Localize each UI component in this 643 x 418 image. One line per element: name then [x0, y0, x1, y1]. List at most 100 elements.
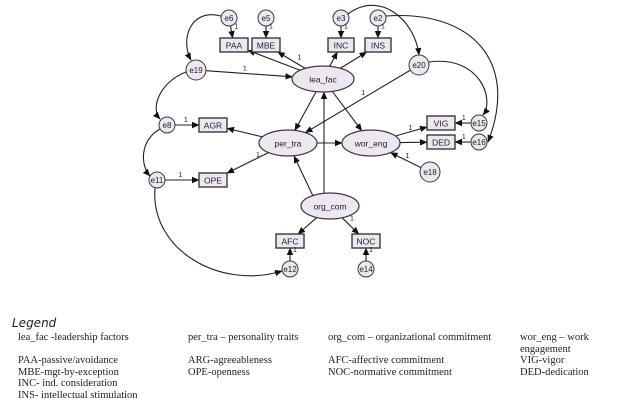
error-e18: e18	[419, 161, 441, 183]
legend-spacer	[188, 344, 299, 356]
node-label: per_tra	[275, 139, 302, 149]
covariance-e6-e19	[184, 14, 229, 61]
legend-column-commitment: org_com – organizational commitment AFC-…	[328, 332, 491, 378]
error-circle	[408, 54, 430, 76]
error-circle	[148, 171, 166, 189]
error-circle	[470, 114, 488, 132]
error-circle	[470, 133, 488, 151]
error-e11: e11	[148, 171, 166, 189]
path-weight-label: 1	[405, 153, 409, 160]
observed-noc: NOC	[351, 233, 381, 249]
legend-entry: per_tra – personality traits	[188, 332, 299, 343]
latent-org_com: org_com	[300, 192, 360, 220]
path-e6-to-PAA	[228, 25, 235, 39]
error-circle	[185, 59, 207, 81]
observed-box	[219, 37, 249, 53]
node-label: e6	[225, 14, 234, 23]
latent-ellipse	[258, 129, 318, 157]
error-e16: e16	[470, 133, 488, 151]
error-e8: e8	[158, 116, 176, 134]
path-e18-to-wor_eng	[390, 152, 422, 169]
path-weight-label: 1	[293, 247, 297, 254]
node-label: NOC	[357, 237, 376, 247]
latent-wor_eng: wor_eng	[341, 129, 401, 157]
node-label: VIG	[434, 119, 449, 129]
observed-box	[351, 233, 381, 249]
legend-column-leadership: lea_fac -leadership factors PAA-passive/…	[18, 332, 138, 401]
path-lea_fac-to-INC	[329, 51, 338, 67]
legend-entry: INS- intellectual stimulation	[18, 389, 138, 401]
error-e6: e6	[220, 9, 238, 27]
path-weight-label: 1	[243, 65, 247, 72]
error-circle	[357, 260, 375, 278]
error-circle	[158, 116, 176, 134]
error-circle	[369, 9, 387, 27]
path-weight-label: 1	[361, 90, 365, 97]
error-e5: e5	[257, 9, 275, 27]
error-e15: e15	[470, 114, 488, 132]
node-label: e12	[283, 265, 297, 274]
legend-entry: DED-dedication	[520, 366, 589, 378]
legend-title: Legend	[12, 316, 57, 330]
path-lea_fac-to-per_tra	[294, 91, 317, 131]
legend: Legend lea_fac -leadership factors PAA-p…	[12, 316, 643, 401]
legend-entry: ARG-agreeableness	[188, 355, 272, 366]
legend-entry: engagement	[520, 343, 571, 355]
path-weight-label: 1	[178, 172, 182, 179]
error-e12: e12	[281, 260, 299, 278]
covariances-layer	[142, 4, 499, 277]
latent-ellipse	[341, 129, 401, 157]
path-weight-label: 1	[298, 55, 302, 62]
path-lea_fac-to-MBE	[277, 51, 306, 69]
legend-entry: lea_fac -leadership factors	[18, 332, 129, 343]
path-org_com-to-per_tra	[293, 155, 314, 197]
path-weight-label: 1	[184, 117, 188, 124]
path-weight-label: 1	[381, 23, 385, 30]
covariance-e20-e15	[421, 59, 490, 116]
path-e19-to-lea_fac	[205, 70, 293, 80]
node-label: wor_eng	[354, 139, 388, 149]
observed-ins: INS	[364, 37, 392, 53]
covariance-e19-e8	[152, 66, 194, 120]
node-label: INC	[334, 41, 349, 51]
path-lea_fac-to-PAA	[247, 49, 301, 71]
error-circle	[281, 260, 299, 278]
legend-spacer	[18, 344, 138, 356]
path-weight-label: 1	[409, 125, 413, 132]
node-label: AFC	[282, 237, 299, 247]
legend-entry: NOC-normative commitment	[328, 366, 452, 378]
observed-box	[364, 37, 392, 53]
path-org_com-to-AFC	[297, 217, 318, 235]
legend-entry: PAA-passive/avoidance	[18, 355, 118, 366]
legend-entry: MBE-mgt-by-exception	[18, 366, 119, 378]
observed-box	[198, 117, 228, 133]
error-circle	[419, 161, 441, 183]
covariance-e2-e16	[378, 13, 499, 143]
node-label: lea_fac	[309, 75, 337, 85]
observed-box	[426, 115, 456, 131]
path-weight-label: 1	[350, 215, 354, 222]
observed-box	[198, 172, 228, 188]
latent-per_tra: per_tra	[258, 129, 318, 157]
observed-vig: VIG	[426, 115, 456, 131]
path-lea_fac-to-INS	[340, 51, 368, 69]
observed-ope: OPE	[198, 172, 228, 188]
node-label: e19	[189, 66, 203, 75]
path-lea_fac-to-wor_eng	[331, 91, 363, 132]
node-label: AGR	[204, 121, 222, 131]
node-label: e5	[262, 14, 271, 23]
latent-ellipse	[291, 65, 355, 93]
legend-entry: OPE-openness	[188, 366, 250, 378]
node-label: org_com	[313, 202, 346, 212]
observed-agr: AGR	[198, 117, 228, 133]
node-label: e18	[423, 168, 437, 177]
observed-box	[275, 233, 305, 249]
covariance-e11-e12	[152, 180, 283, 277]
legend-entry: VIG-vigor	[520, 355, 565, 366]
path-weight-label: 1	[256, 152, 260, 159]
observed-box	[327, 37, 355, 53]
node-label: INS	[371, 41, 386, 51]
path-weight-label: 1	[344, 23, 348, 30]
